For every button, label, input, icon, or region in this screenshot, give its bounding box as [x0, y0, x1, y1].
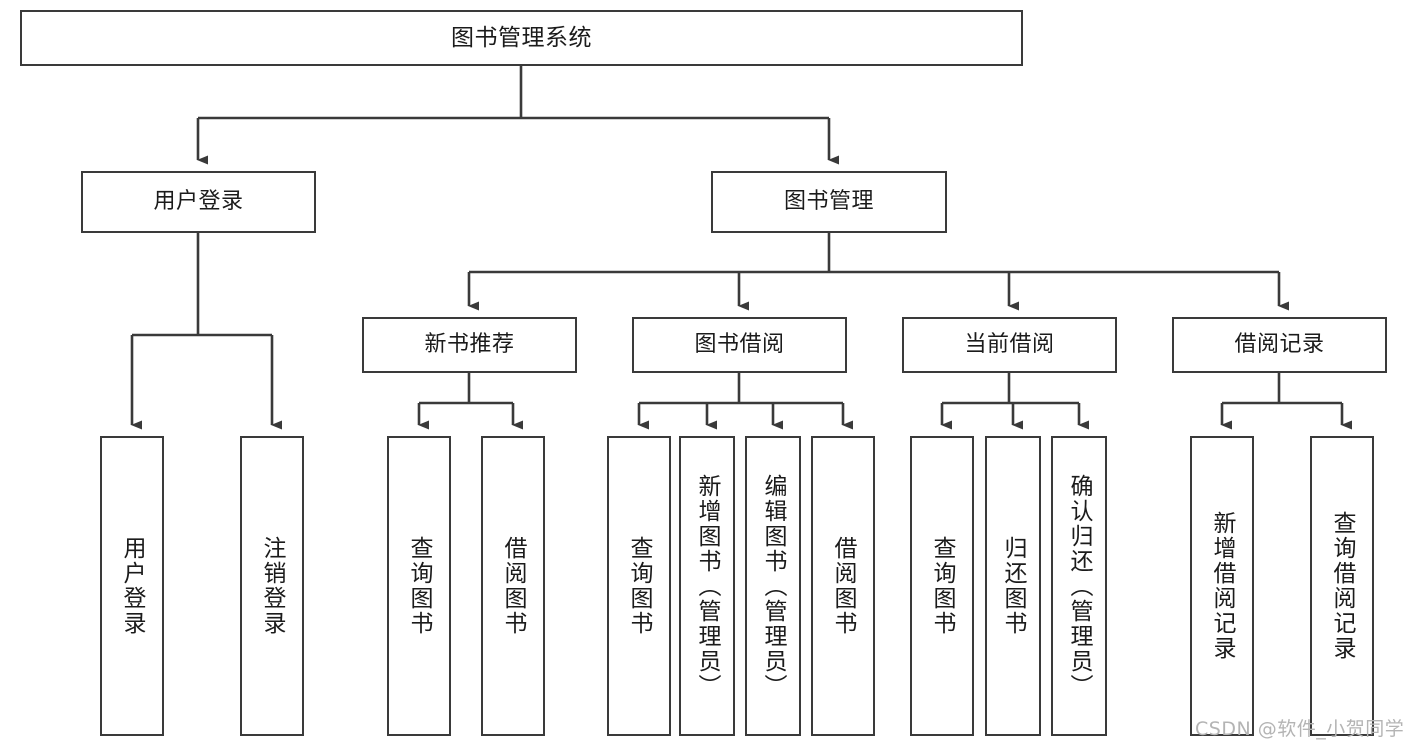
- node-leaf-query-book-3[interactable]: 查询图书: [910, 436, 974, 736]
- node-leaf-logout-label: 注销登录: [259, 536, 286, 636]
- node-current-borrow-label: 当前借阅: [964, 332, 1055, 358]
- node-leaf-borrow-book-1-label: 借阅图书: [500, 536, 527, 636]
- node-leaf-edit-book-label: 编辑图书（管理员）: [760, 473, 787, 699]
- node-current-borrow[interactable]: 当前借阅: [902, 317, 1117, 373]
- node-book-borrow[interactable]: 图书借阅: [632, 317, 847, 373]
- node-leaf-borrow-book-2[interactable]: 借阅图书: [811, 436, 875, 736]
- node-leaf-confirm-return[interactable]: 确认归还（管理员）: [1051, 436, 1107, 736]
- node-leaf-add-book-label: 新增图书（管理员）: [694, 473, 721, 699]
- node-leaf-add-book[interactable]: 新增图书（管理员）: [679, 436, 735, 736]
- node-leaf-query-book-2-label: 查询图书: [626, 536, 653, 636]
- csdn-watermark: CSDN @软件_小贺同学: [1195, 718, 1405, 740]
- node-leaf-query-book-2[interactable]: 查询图书: [607, 436, 671, 736]
- node-borrow-record[interactable]: 借阅记录: [1172, 317, 1387, 373]
- node-book-borrow-label: 图书借阅: [694, 332, 785, 358]
- node-book-manage[interactable]: 图书管理: [711, 171, 947, 233]
- node-borrow-record-label: 借阅记录: [1234, 332, 1325, 358]
- node-new-book-recommend-label: 新书推荐: [424, 332, 515, 358]
- node-leaf-confirm-return-label: 确认归还（管理员）: [1066, 473, 1093, 699]
- node-leaf-return-book[interactable]: 归还图书: [985, 436, 1041, 736]
- node-leaf-edit-book[interactable]: 编辑图书（管理员）: [745, 436, 801, 736]
- node-new-book-recommend[interactable]: 新书推荐: [362, 317, 577, 373]
- node-user-login[interactable]: 用户登录: [81, 171, 316, 233]
- node-leaf-borrow-book-2-label: 借阅图书: [830, 536, 857, 636]
- node-leaf-user-login[interactable]: 用户登录: [100, 436, 164, 736]
- node-root-label: 图书管理系统: [451, 24, 592, 51]
- node-leaf-logout[interactable]: 注销登录: [240, 436, 304, 736]
- node-leaf-add-record-label: 新增借阅记录: [1209, 511, 1236, 661]
- node-leaf-borrow-book-1[interactable]: 借阅图书: [481, 436, 545, 736]
- node-root[interactable]: 图书管理系统: [20, 10, 1023, 66]
- node-leaf-query-record-label: 查询借阅记录: [1329, 511, 1356, 661]
- node-leaf-user-login-label: 用户登录: [119, 536, 146, 636]
- node-leaf-query-book-3-label: 查询图书: [929, 536, 956, 636]
- node-book-manage-label: 图书管理: [783, 189, 874, 215]
- node-leaf-query-book-1-label: 查询图书: [406, 536, 433, 636]
- node-leaf-query-book-1[interactable]: 查询图书: [387, 436, 451, 736]
- node-leaf-add-record[interactable]: 新增借阅记录: [1190, 436, 1254, 736]
- node-leaf-query-record[interactable]: 查询借阅记录: [1310, 436, 1374, 736]
- node-user-login-label: 用户登录: [153, 189, 244, 215]
- node-leaf-return-book-label: 归还图书: [1000, 536, 1027, 636]
